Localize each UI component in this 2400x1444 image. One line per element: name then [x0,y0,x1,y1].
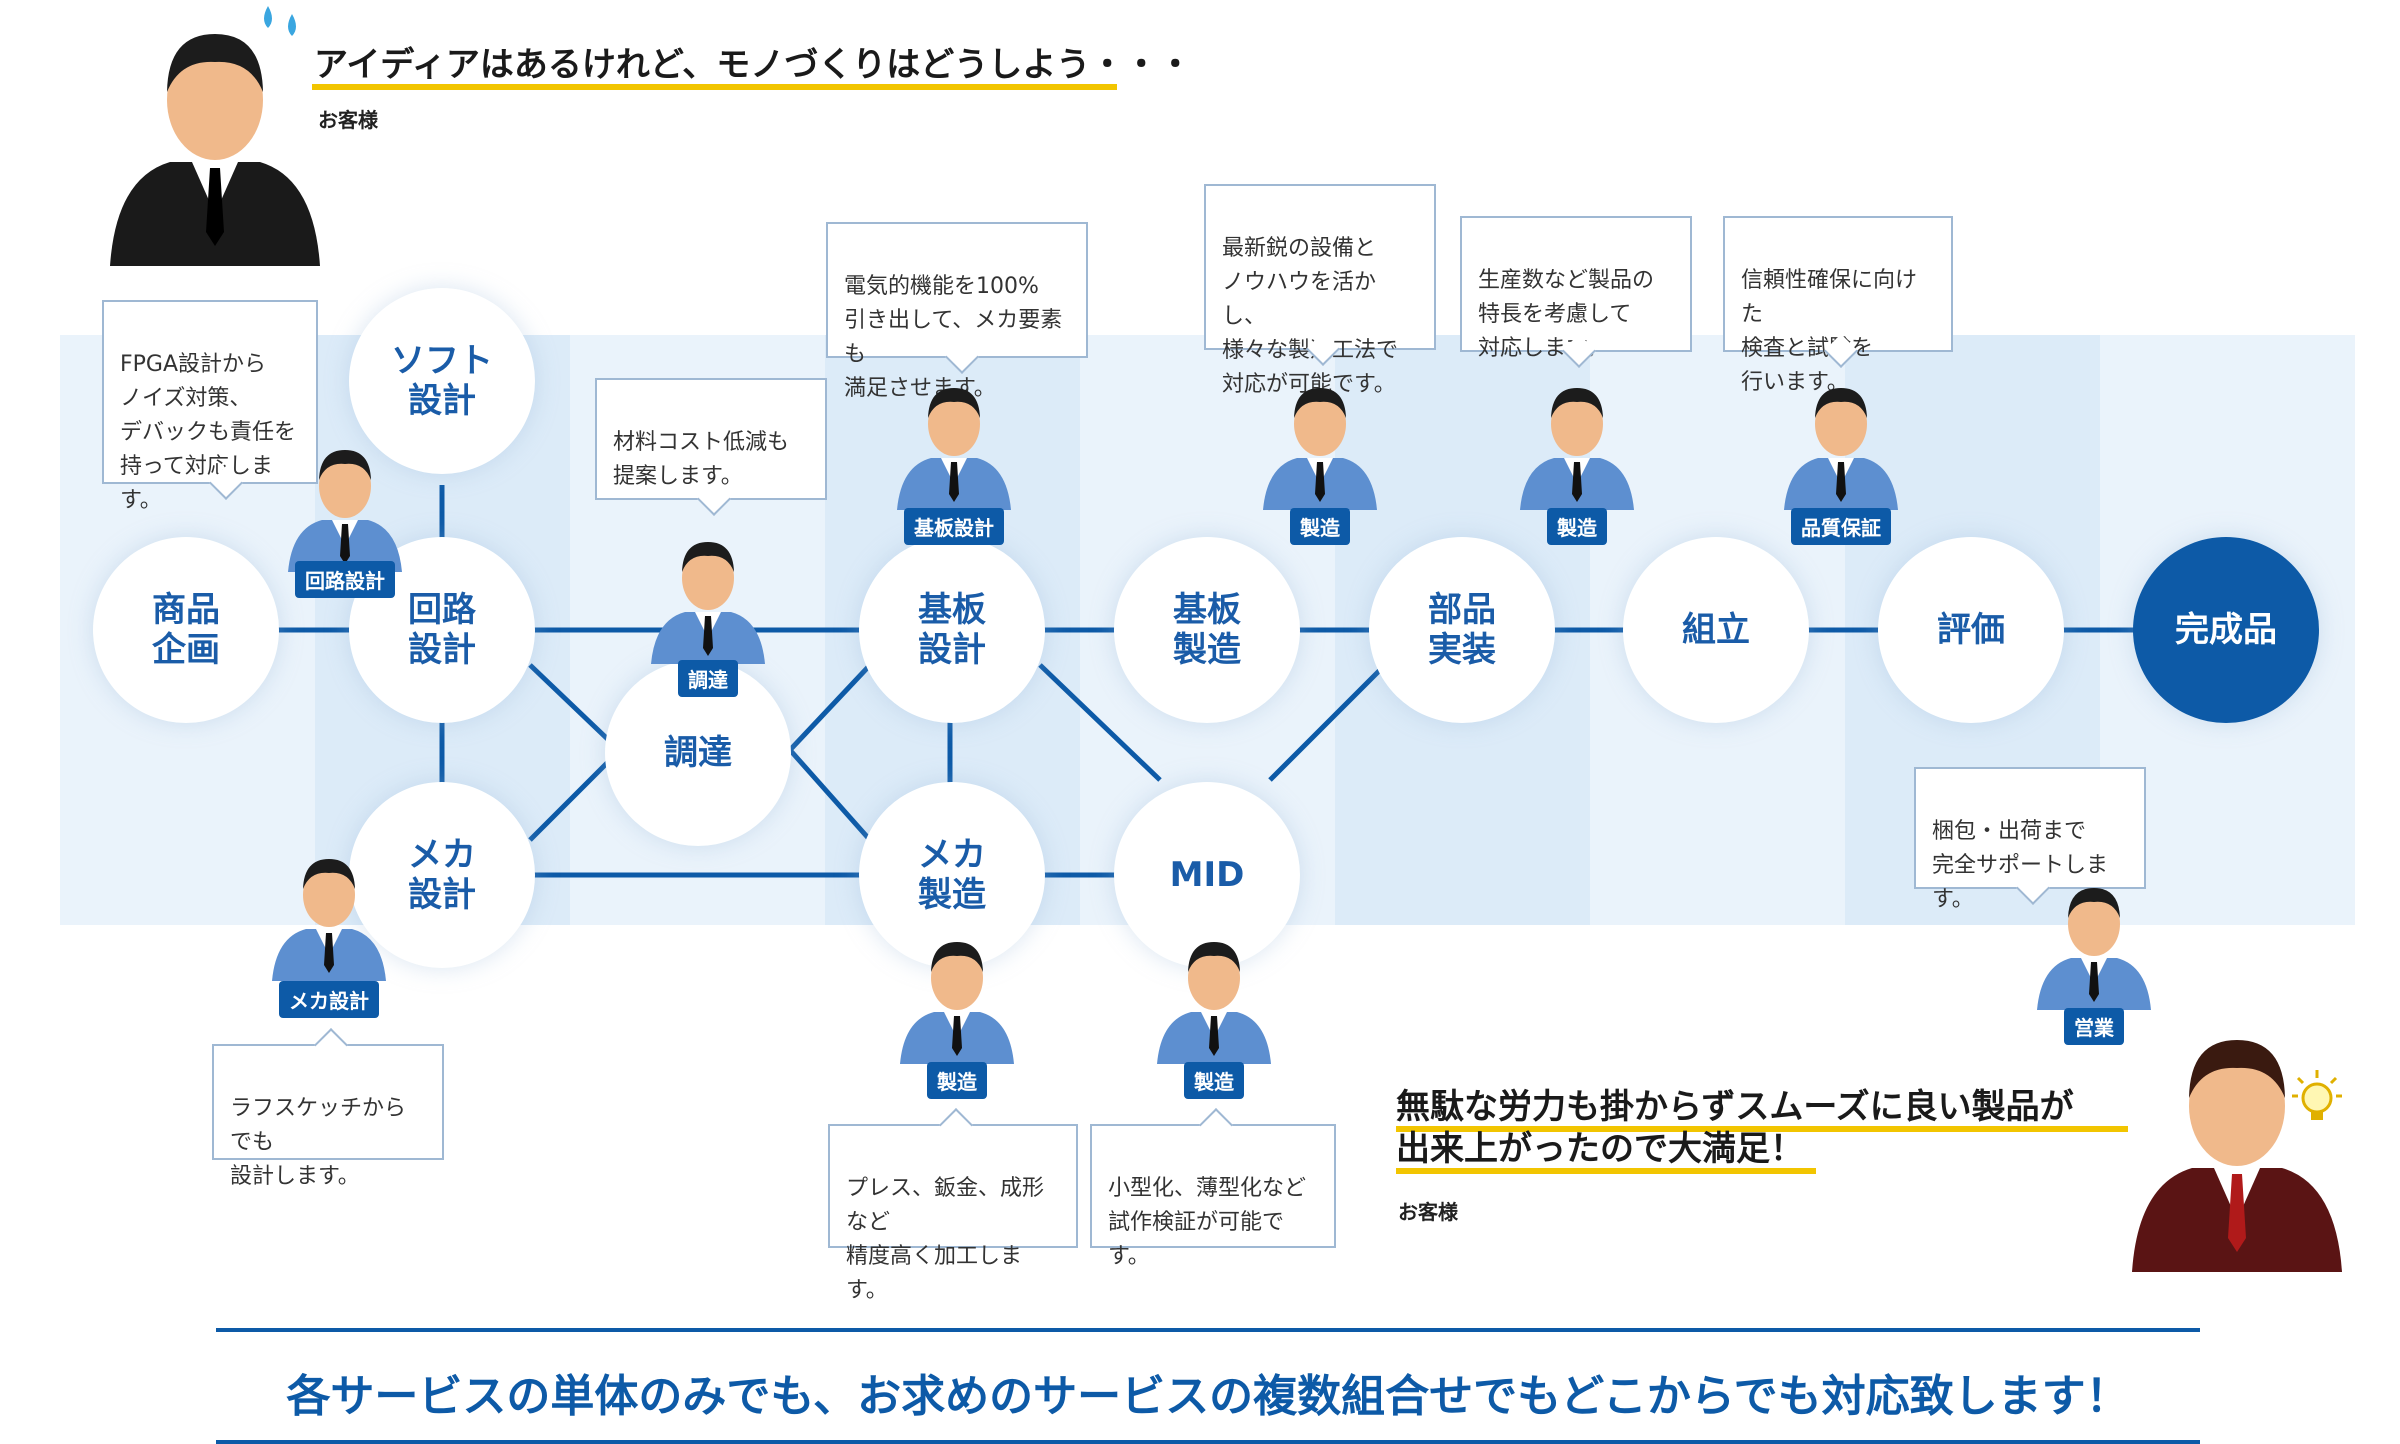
staff-person-icon [1784,388,1898,510]
sweat-drop-icon [264,6,296,36]
role-badge: 製造 [1547,508,1607,545]
staff-person-icon [1520,388,1634,510]
node-evaluation: 評価 [1878,537,2064,723]
node-assembly: 組立 [1623,537,1809,723]
callout-text: FPGA設計から ノイズ対策、 デバックも責任を 持って対応します。 [120,352,297,513]
staff-person-icon [651,542,765,664]
customer-label: お客様 [318,108,378,132]
callout-procurement: 材料コスト低減も 提案します。 [595,378,827,516]
lightbulb-icon [2292,1070,2342,1120]
node-component-mounting: 部品 実装 [1369,537,1555,723]
role-badge: 基板設計 [904,508,1004,545]
node-pcb-design: 基板 設計 [859,537,1045,723]
node-mechanical-design: メカ 設計 [349,782,535,968]
role-badge: 製造 [1290,508,1350,545]
callout-text: 材料コスト低減も 提案します。 [613,430,790,489]
callout-evaluation: 信頼性確保に向けた 検査と試験を 行います。 [1723,216,1953,395]
node-software-design: ソフト 設計 [349,288,535,474]
callout-pcb-design: 電気的機能を100% 引き出して、メカ要素も 満足させます。 [826,222,1088,401]
customer-satisfied-headline: 無駄な労力も掛からずスムーズに良い製品が 出来上がったので大満足！ [1396,1087,2074,1169]
callout-mid: 小型化、薄型化など 試作検証が可能です。 [1090,1108,1336,1269]
callout-mechanical-design: ラフスケッチからでも 設計します。 [212,1028,444,1189]
node-finished-product: 完成品 [2133,537,2319,723]
callout-text: プレス、鈑金、成形など 精度高く加工します。 [846,1176,1045,1303]
node-mechanical-manufacturing: メカ 製造 [859,782,1045,968]
callout-circuit-design: FPGA設計から ノイズ対策、 デバックも責任を 持って対応します。 [102,300,318,513]
callout-component-mounting: 生産数など製品の 特長を考慮して 対応します。 [1460,216,1692,368]
customer-person-icon [2132,1040,2342,1272]
callout-text: 小型化、薄型化など 試作検証が可能です。 [1108,1176,1307,1269]
staff-person-icon [900,942,1014,1064]
staff-person-icon [2037,888,2151,1010]
staff-person-icon [288,450,402,572]
node-product-planning: 商品 企画 [93,537,279,723]
callout-text: ラフスケッチからでも 設計します。 [230,1096,407,1189]
role-badge: 品質保証 [1791,508,1891,545]
staff-person-icon [272,859,386,981]
headline-underline [312,84,1117,90]
callout-text: 電気的機能を100% 引き出して、メカ要素も 満足させます。 [844,274,1063,401]
staff-person-icon [1157,942,1271,1064]
customer-person-icon [110,34,320,266]
callout-sales: 梱包・出荷まで 完全サポートします。 [1914,767,2146,912]
callout-text: 梱包・出荷まで 完全サポートします。 [1932,819,2109,912]
staff-person-icon [1263,388,1377,510]
headline-underline [1396,1126,2128,1132]
role-badge: メカ設計 [279,981,379,1018]
headline-underline [1396,1168,1816,1174]
customer-worry-headline: アイディアはあるけれど、モノづくりはどうしよう・・・ [314,45,1193,85]
footer-bottom-rule [216,1440,2200,1444]
footer-top-rule [216,1328,2200,1332]
staff-person-icon [897,388,1011,510]
node-pcb-manufacturing: 基板 製造 [1114,537,1300,723]
role-badge: 製造 [1184,1062,1244,1099]
callout-text: 最新鋭の設備と ノウハウを活かし、 様々な製造工法で 対応が可能です。 [1222,236,1398,397]
callout-pcb-manufacturing: 最新鋭の設備と ノウハウを活かし、 様々な製造工法で 対応が可能です。 [1204,184,1436,397]
role-badge: 調達 [678,660,738,697]
role-badge: 回路設計 [295,561,395,598]
role-badge: 製造 [927,1062,987,1099]
role-badge: 営業 [2064,1008,2124,1045]
callout-mechanical-manufacturing: プレス、鈑金、成形など 精度高く加工します。 [828,1108,1078,1303]
footer-message: 各サービスの単体のみでも、お求めのサービスの複数組合せでもどこからでも対応致しま… [286,1371,2130,1422]
node-mid: MID [1114,782,1300,968]
customer-label: お客様 [1398,1200,1458,1224]
